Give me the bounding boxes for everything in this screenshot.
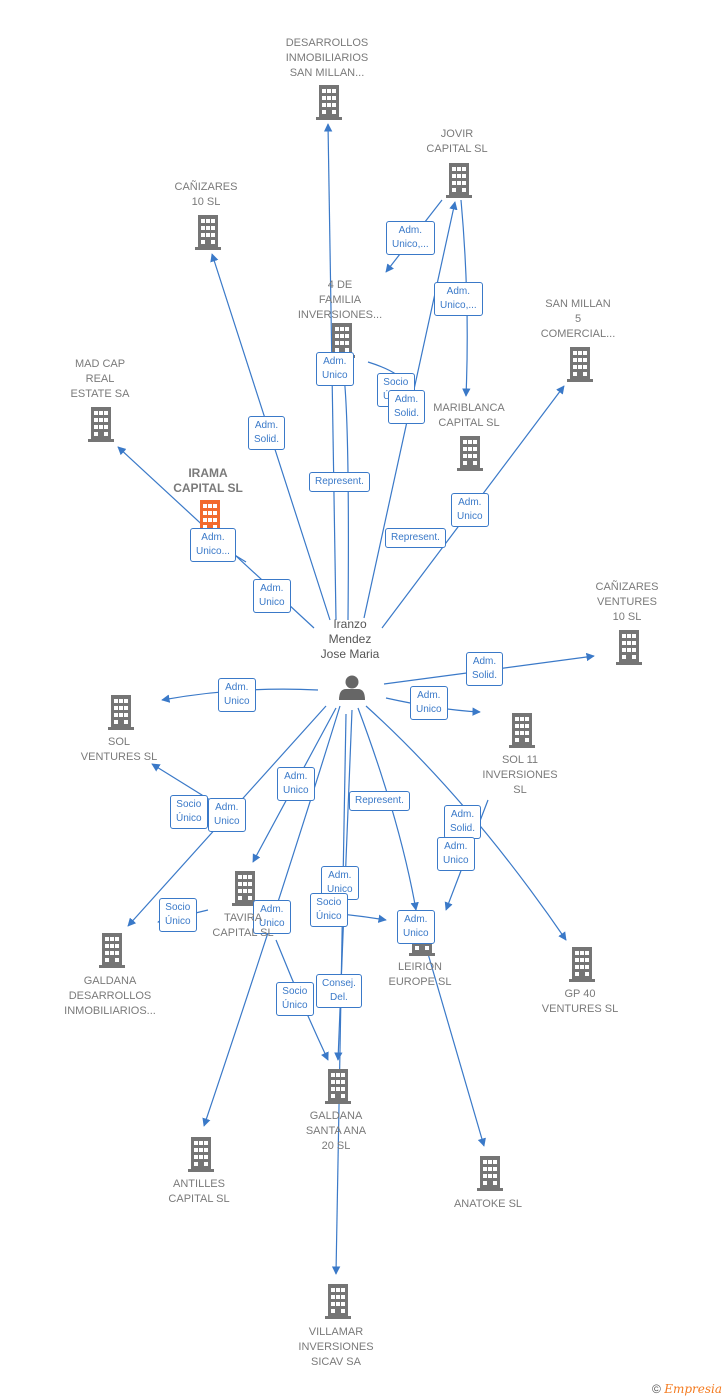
relationship-label[interactable]: Represent. bbox=[385, 528, 446, 548]
building-icon[interactable] bbox=[195, 215, 221, 250]
relationship-label[interactable]: Adm. Unico bbox=[410, 686, 448, 720]
relationship-label[interactable]: Adm. Unico bbox=[437, 837, 475, 871]
relationship-label[interactable]: Adm. Solid. bbox=[248, 416, 286, 450]
relationship-label[interactable]: Socio Único bbox=[310, 893, 348, 927]
node-label-leirion-europe[interactable]: LEIRION EUROPE SL bbox=[388, 961, 452, 988]
edge-line bbox=[151, 763, 211, 801]
relationship-label[interactable]: Adm. Unico... bbox=[190, 528, 236, 562]
edge-line bbox=[423, 939, 486, 1147]
building-icon[interactable] bbox=[188, 1137, 214, 1172]
node-label-san-millan-5-comercial[interactable]: SAN MILLAN 5 COMERCIAL... bbox=[540, 298, 616, 340]
node-label-galdana-desarrollos-inmobiliarios[interactable]: GALDANA DESARROLLOS INMOBILIARIOS... bbox=[64, 975, 156, 1017]
node-label-mad-cap-real-estate[interactable]: MAD CAP REAL ESTATE SA bbox=[70, 358, 130, 400]
relationship-label[interactable]: Adm. Unico bbox=[397, 910, 435, 944]
relationship-label[interactable]: Socio Único bbox=[159, 898, 197, 932]
relationship-label[interactable]: Adm. Solid. bbox=[388, 390, 426, 424]
relationship-label[interactable]: Adm. Unico bbox=[218, 678, 256, 712]
copyright-icon: © bbox=[652, 1382, 661, 1396]
building-icon[interactable] bbox=[569, 947, 595, 982]
relationship-label[interactable]: Adm. Unico,... bbox=[434, 282, 483, 316]
node-label-sol-11-inversiones[interactable]: SOL 11 INVERSIONES SL bbox=[482, 754, 558, 796]
relationship-label[interactable]: Represent. bbox=[349, 791, 410, 811]
building-icon[interactable] bbox=[457, 436, 483, 471]
relationship-label[interactable]: Adm. Unico bbox=[277, 767, 315, 801]
node-label-gp-40-ventures[interactable]: GP 40 VENTURES SL bbox=[541, 988, 619, 1015]
building-icon[interactable] bbox=[316, 85, 342, 120]
person-icon[interactable] bbox=[339, 675, 365, 701]
node-label-4-de-familia-inversiones[interactable]: 4 DE FAMILIA INVERSIONES... bbox=[297, 279, 383, 321]
relationship-label[interactable]: Adm. Solid. bbox=[466, 652, 504, 686]
node-label-canizares-10[interactable]: CAÑIZARES 10 SL bbox=[174, 181, 238, 208]
person-label[interactable]: Iranzo Mendez Jose Maria bbox=[320, 617, 380, 661]
node-label-mariblanca-capital[interactable]: MARIBLANCA CAPITAL SL bbox=[433, 402, 505, 429]
relationship-label[interactable]: Adm. Unico bbox=[451, 493, 489, 527]
node-label-anatoke[interactable]: ANATOKE SL bbox=[453, 1198, 523, 1210]
edge-line bbox=[357, 707, 419, 911]
node-label-tavira-capital[interactable]: TAVIRA CAPITAL SL bbox=[212, 912, 274, 939]
node-label-sol-ventures[interactable]: SOL VENTURES SL bbox=[80, 736, 158, 763]
building-icon[interactable] bbox=[567, 347, 593, 382]
node-label-irama-capital[interactable]: IRAMA CAPITAL SL bbox=[173, 466, 243, 495]
node-label-villamar-inversiones-sicav[interactable]: VILLAMAR INVERSIONES SICAV SA bbox=[298, 1326, 374, 1368]
node-label-canizares-ventures-10[interactable]: CAÑIZARES VENTURES 10 SL bbox=[595, 581, 659, 623]
building-icon[interactable] bbox=[325, 1284, 351, 1319]
relationship-label[interactable]: Socio Único bbox=[276, 982, 314, 1016]
relationship-label[interactable]: Adm. Unico bbox=[253, 579, 291, 613]
node-label-jovir-capital[interactable]: JOVIR CAPITAL SL bbox=[426, 128, 488, 155]
node-label-galdana-santa-ana-20[interactable]: GALDANA SANTA ANA 20 SL bbox=[305, 1110, 367, 1152]
building-icon[interactable] bbox=[99, 933, 125, 968]
relationship-label[interactable]: Adm. Unico bbox=[253, 900, 291, 934]
building-icon[interactable] bbox=[108, 695, 134, 730]
building-icon[interactable] bbox=[509, 713, 535, 748]
node-label-antilles-capital[interactable]: ANTILLES CAPITAL SL bbox=[168, 1178, 230, 1205]
building-icon[interactable] bbox=[88, 407, 114, 442]
footer: © Empresia bbox=[652, 1382, 722, 1396]
node-label-desarrollos-inmobiliarios-san-millan[interactable]: DESARROLLOS INMOBILIARIOS SAN MILLAN... bbox=[285, 37, 369, 79]
relationship-label[interactable]: Adm. Unico,... bbox=[386, 221, 435, 255]
building-icon[interactable] bbox=[616, 630, 642, 665]
relationship-label[interactable]: Consej. Del. bbox=[316, 974, 362, 1008]
relationship-label[interactable]: Adm. Unico bbox=[208, 798, 246, 832]
relationship-label[interactable]: Adm. Unico bbox=[316, 352, 354, 386]
relationship-label[interactable]: Represent. bbox=[309, 472, 370, 492]
relationship-label[interactable]: Adm. Solid. bbox=[444, 805, 482, 839]
brand-logo[interactable]: Empresia bbox=[664, 1382, 722, 1396]
relationship-label[interactable]: Socio Único bbox=[170, 795, 208, 829]
building-icon[interactable] bbox=[477, 1156, 503, 1191]
building-icon[interactable] bbox=[325, 1069, 351, 1104]
building-icon[interactable] bbox=[446, 163, 472, 198]
